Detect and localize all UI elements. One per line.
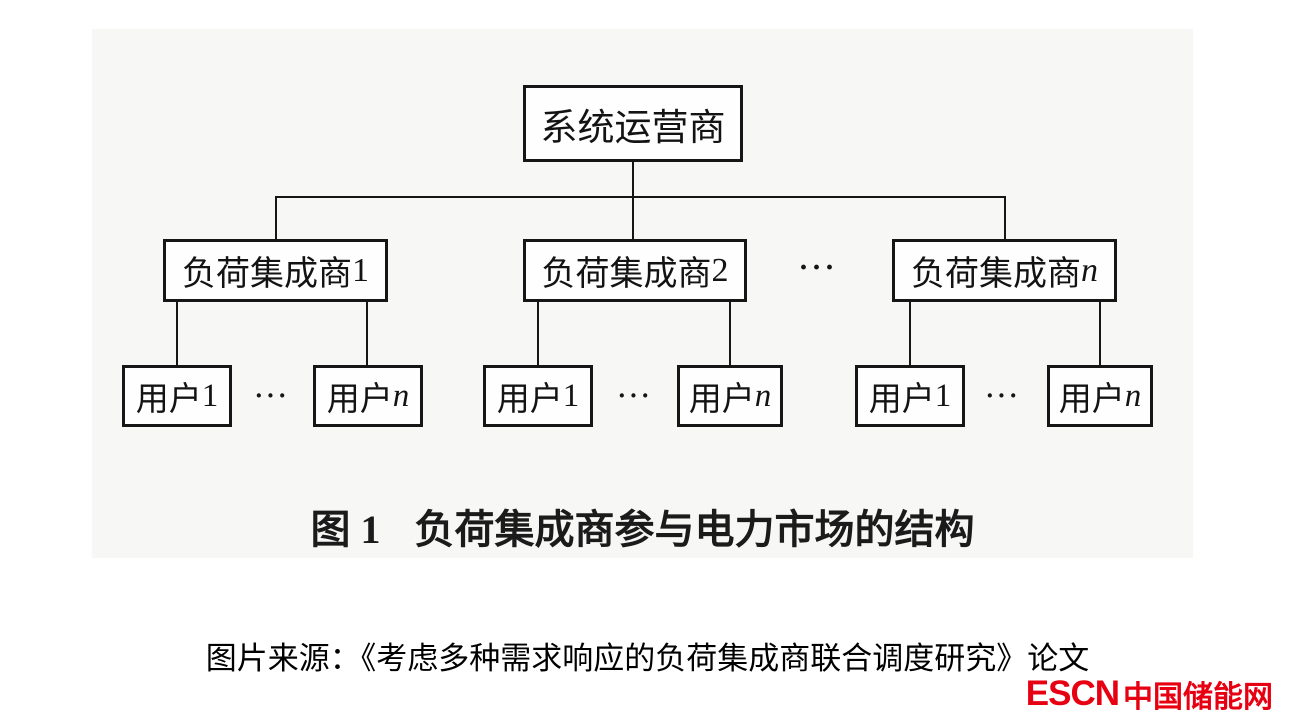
- escn-logo-chinese: 中国储能网: [1123, 681, 1273, 714]
- node-group1-user-n-label: 用户: [326, 382, 393, 418]
- node-group2-user-1-suffix: 1: [562, 377, 580, 414]
- connector-agg2-usern: [729, 301, 731, 365]
- aggregator-row-ellipsis: ···: [798, 251, 838, 284]
- node-group1-user-1-label: 用户: [135, 382, 202, 418]
- connector-agg1-usern: [366, 301, 368, 365]
- connector-agg2-user1: [537, 301, 539, 365]
- node-group1-user-1-suffix: 1: [201, 377, 219, 414]
- group2-ellipsis: ···: [617, 381, 653, 410]
- figure-caption: 图 1 负荷集成商参与电力市场的结构: [92, 497, 1193, 555]
- figure-caption-number: 图 1: [310, 507, 381, 552]
- node-group2-user-n-suffix: n: [754, 377, 772, 414]
- node-group3-user-1-label: 用户: [868, 382, 935, 418]
- group1-ellipsis: ···: [254, 381, 290, 410]
- node-system-operator-label: 系统运营商: [540, 107, 726, 149]
- node-group2-user-n-label: 用户: [688, 382, 755, 418]
- connector-branch-aggregator-n: [1004, 196, 1006, 239]
- escn-logo: ESCN 中国储能网: [1026, 672, 1273, 716]
- node-aggregator-2-suffix: 2: [711, 251, 729, 289]
- escn-logo-latin: ESCN: [1025, 674, 1120, 713]
- connector-horizontal-trunk: [275, 196, 1006, 198]
- node-group3-user-n-label: 用户: [1058, 382, 1125, 418]
- node-group3-user-n-suffix: n: [1124, 377, 1142, 414]
- node-aggregator-1-label: 负荷集成商: [182, 256, 352, 293]
- connector-root-trunk: [632, 160, 634, 239]
- node-system-operator: 系统运营商: [523, 85, 743, 162]
- group3-ellipsis: ···: [985, 381, 1021, 410]
- node-aggregator-n-suffix: n: [1081, 251, 1098, 289]
- connector-aggn-usern: [1099, 301, 1101, 365]
- connector-branch-aggregator-1: [275, 196, 277, 239]
- node-aggregator-1-suffix: 1: [352, 251, 369, 289]
- connector-agg1-user1: [176, 301, 178, 365]
- node-group1-user-n-suffix: n: [392, 377, 410, 414]
- image-source-line: 图片来源：《考虑多种需求响应的负荷集成商联合调度研究》论文: [205, 641, 1090, 676]
- node-aggregator-2-label: 负荷集成商: [541, 256, 712, 293]
- node-group2-user-1-label: 用户: [496, 382, 563, 418]
- figure-caption-title: 负荷集成商参与电力市场的结构: [414, 507, 975, 552]
- connector-aggn-user1: [909, 301, 911, 365]
- node-aggregator-n-label: 负荷集成商: [911, 256, 1081, 293]
- node-group3-user-1-suffix: 1: [934, 377, 952, 414]
